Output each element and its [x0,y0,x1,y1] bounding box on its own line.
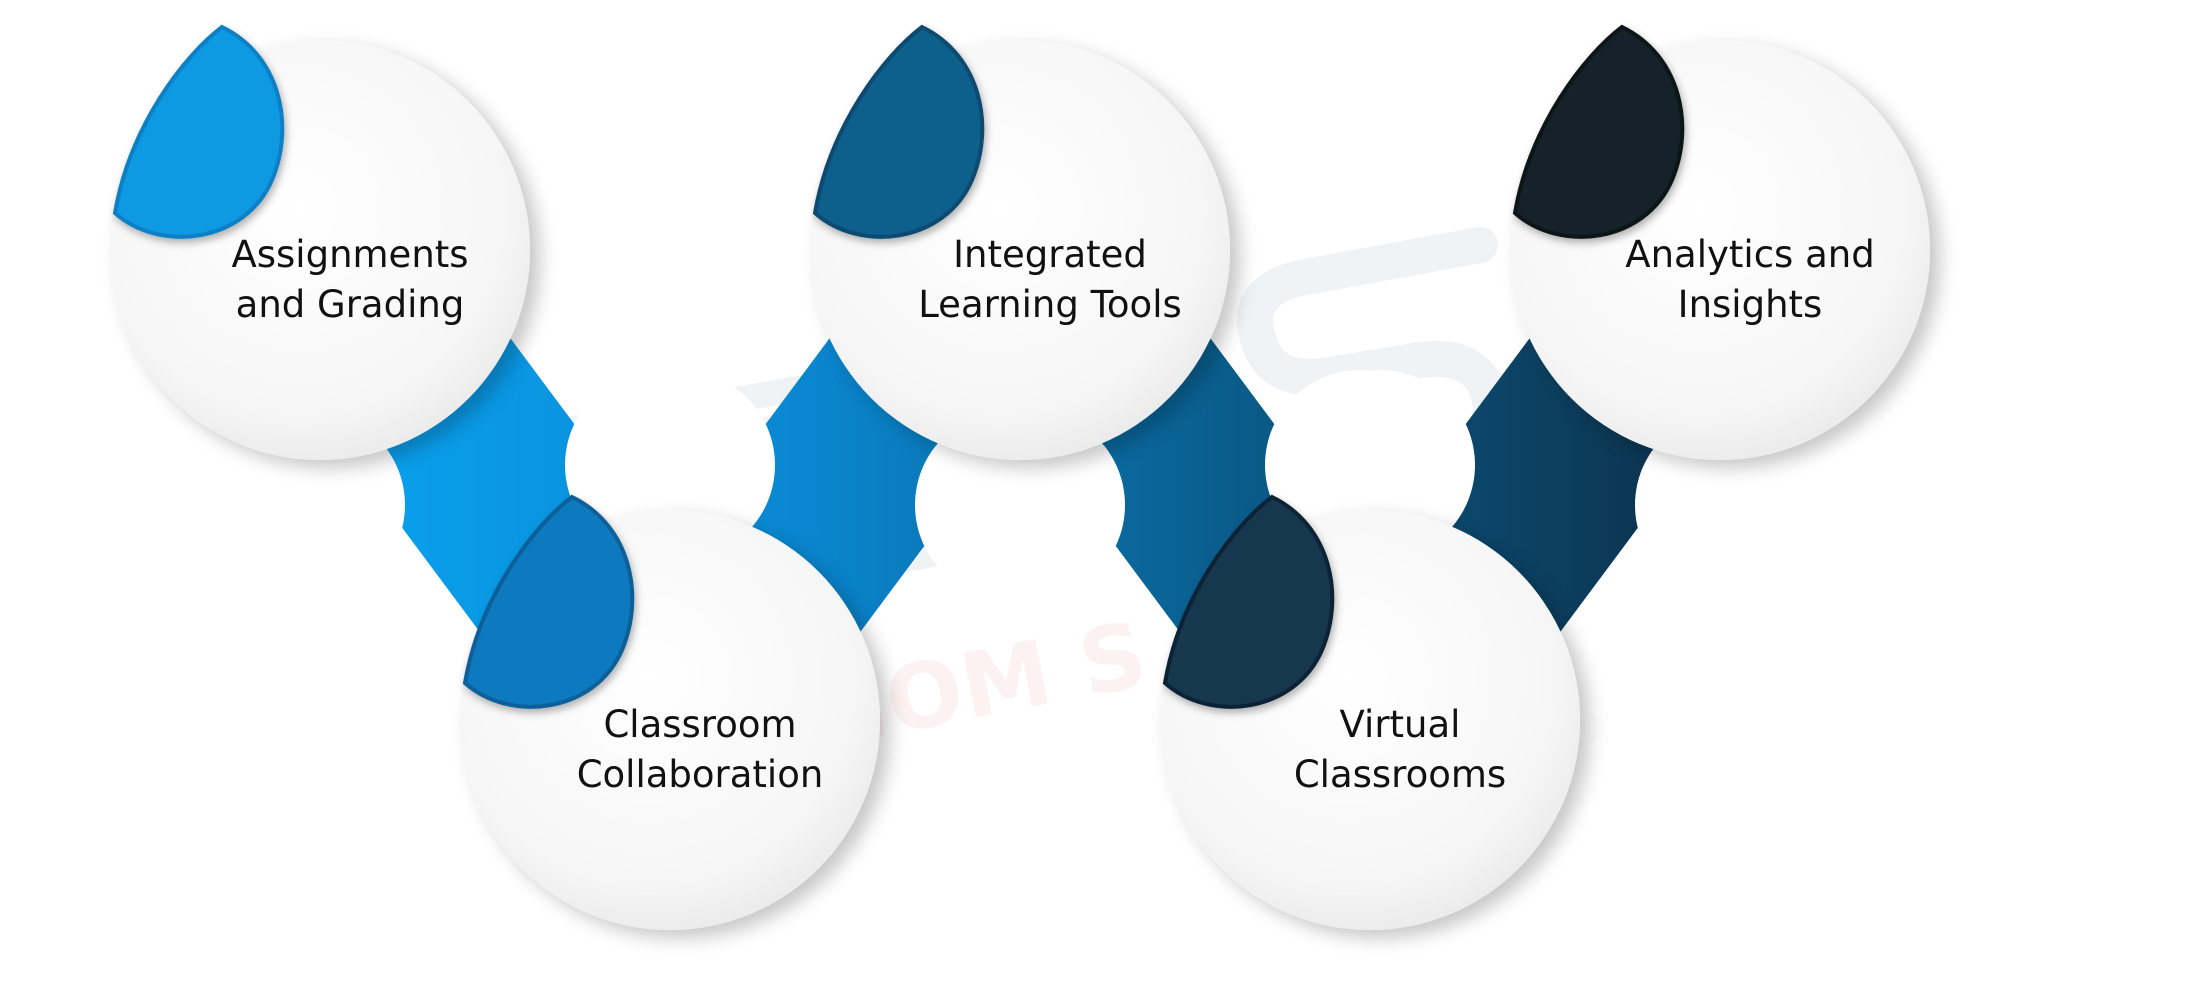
step-node [110,24,530,460]
step-circles [110,24,1930,930]
step-label-line: Classrooms [1293,753,1507,796]
accent-leaf-icon [112,24,285,239]
step-node [1160,494,1580,930]
accent-leaf-icon [1162,494,1335,709]
step-label-line: Insights [1677,283,1823,326]
step-node [1510,24,1930,460]
connector-notch [215,410,405,600]
accent-leaf-icon [462,494,635,709]
step-label-line: Collaboration [576,753,824,796]
step-node [810,24,1230,460]
svg-text:IOM S: IOM S [844,602,1154,761]
connector-notch [565,370,755,560]
step-label-line: and Grading [235,283,465,326]
connector-notch [915,410,1105,600]
step-label-line: Integrated [953,233,1147,276]
step-label-line: Assignments [231,233,469,276]
step-node [460,494,880,930]
step-label-line: Analytics and [1625,233,1875,276]
step-label-line: Virtual [1339,703,1461,746]
step-label-line: Classroom [603,703,797,746]
step-label-line: Learning Tools [918,283,1182,326]
connector-notch [1265,370,1455,560]
connector-notch [1635,410,1825,600]
accent-leaf-icon [812,24,985,239]
step-label: Assignments and Grading [180,230,520,330]
accent-leaf-icon [1512,24,1685,239]
